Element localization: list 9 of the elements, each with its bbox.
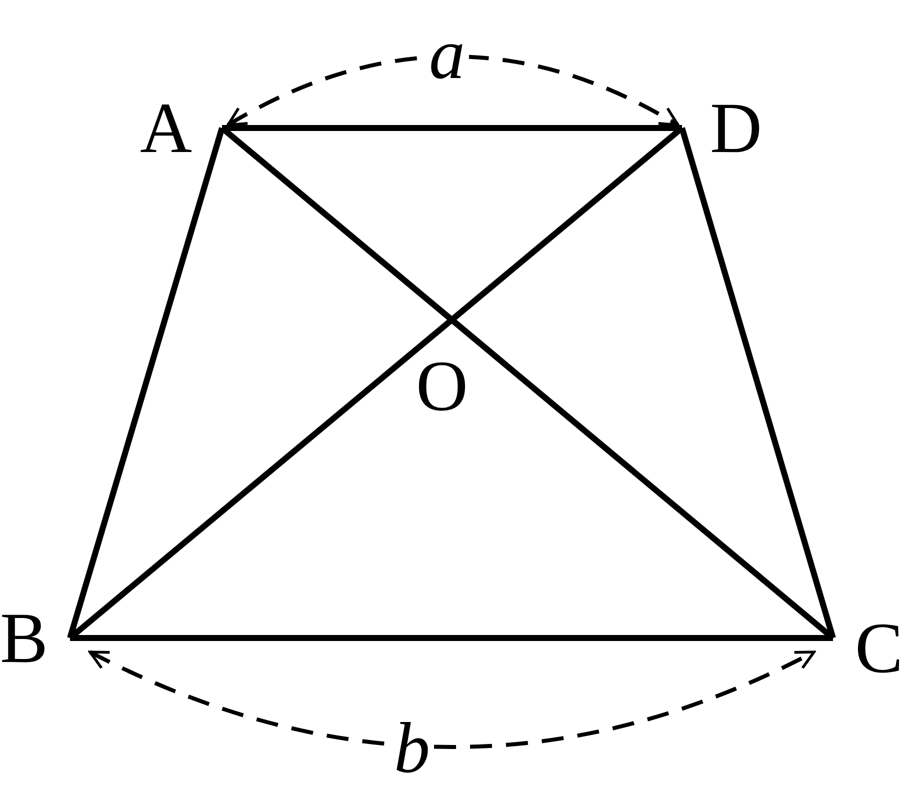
- vertex-label: C: [833, 613, 903, 683]
- line-segment: [67, 127, 225, 639]
- vertex-label: A: [140, 93, 222, 163]
- vertex-label: B: [0, 603, 70, 673]
- line-segment: [222, 125, 682, 131]
- vertex-label: D: [682, 93, 762, 163]
- line-segment: [70, 635, 833, 641]
- line-segment: [679, 127, 836, 639]
- point-label: O: [415, 350, 469, 422]
